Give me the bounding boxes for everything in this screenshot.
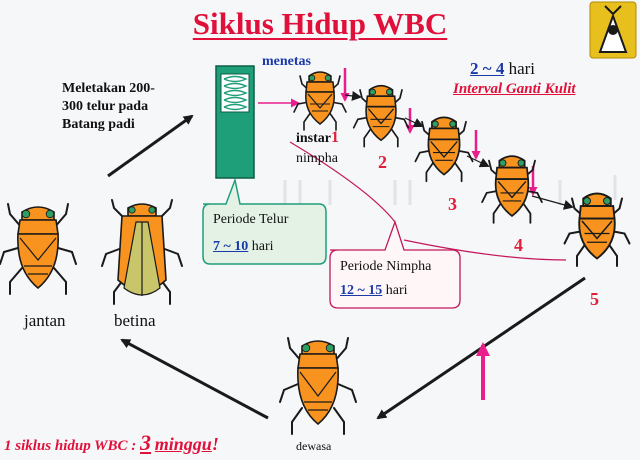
insect-logo-icon	[589, 1, 637, 59]
stage-4-label: 4	[514, 235, 523, 255]
female-label: betina	[114, 311, 156, 330]
nymph-period-value: 12 ~ 15	[340, 283, 383, 298]
egg-stalk-box	[215, 65, 255, 179]
egg-period-days: 7 ~ 10 hari	[213, 240, 274, 254]
background-stalks	[283, 175, 617, 205]
adult-female-insect	[101, 199, 183, 305]
page-title: Siklus Hidup WBC	[192, 6, 448, 41]
instar-label: instar1	[296, 130, 339, 146]
molt-days-unit: hari	[508, 59, 536, 78]
nymph-period-label: Periode Nimpha	[340, 259, 432, 274]
molt-interval-label: Interval Ganti Kulit	[453, 81, 576, 97]
cycle-suffix: !	[211, 434, 219, 454]
male-label: jantan	[24, 311, 66, 330]
egg-period-unit: hari	[251, 239, 274, 254]
cycle-value: 3	[140, 430, 152, 455]
nymph-instar-5	[563, 192, 631, 267]
egg-laying-line-3: Batang padi	[62, 117, 135, 132]
egg-period-label: Periode Telur	[213, 212, 289, 227]
nimpha-label: nimpha	[296, 151, 338, 166]
nymph-instar-3	[414, 116, 474, 183]
instar-word: instar	[296, 131, 331, 146]
egg-period-callout	[202, 177, 327, 265]
nymph-period-days: 12 ~ 15 hari	[340, 284, 408, 298]
molt-days-value: 2 ~ 4	[470, 59, 505, 78]
adult-insect-dewasa	[279, 337, 357, 435]
nymph-period-callout	[289, 141, 567, 309]
stage-5-label: 5	[590, 289, 599, 309]
egg-period-value: 7 ~ 10	[213, 239, 249, 254]
cycle-unit: minggu	[154, 434, 212, 454]
cycle-prefix: 1 siklus hidup WBC :	[4, 438, 137, 454]
adult-male-insect	[0, 203, 77, 295]
nymph-period-unit: hari	[385, 283, 408, 298]
molt-interval-days: 2 ~ 4 hari	[470, 60, 535, 77]
hatch-label: menetas	[262, 54, 311, 69]
stage-2-label: 2	[378, 152, 387, 172]
nymph-instar-2	[352, 84, 410, 148]
adult-label: dewasa	[296, 439, 332, 453]
egg-laying-line-1: Meletakan 200-	[62, 81, 155, 96]
egg-laying-line-2: 300 telur pada	[62, 99, 149, 114]
cycle-summary: 1 siklus hidup WBC : 3 minggu!	[4, 432, 219, 454]
instar-number: 1	[331, 129, 339, 146]
stage-3-label: 3	[448, 194, 457, 214]
nymph-instar-1	[293, 71, 347, 131]
